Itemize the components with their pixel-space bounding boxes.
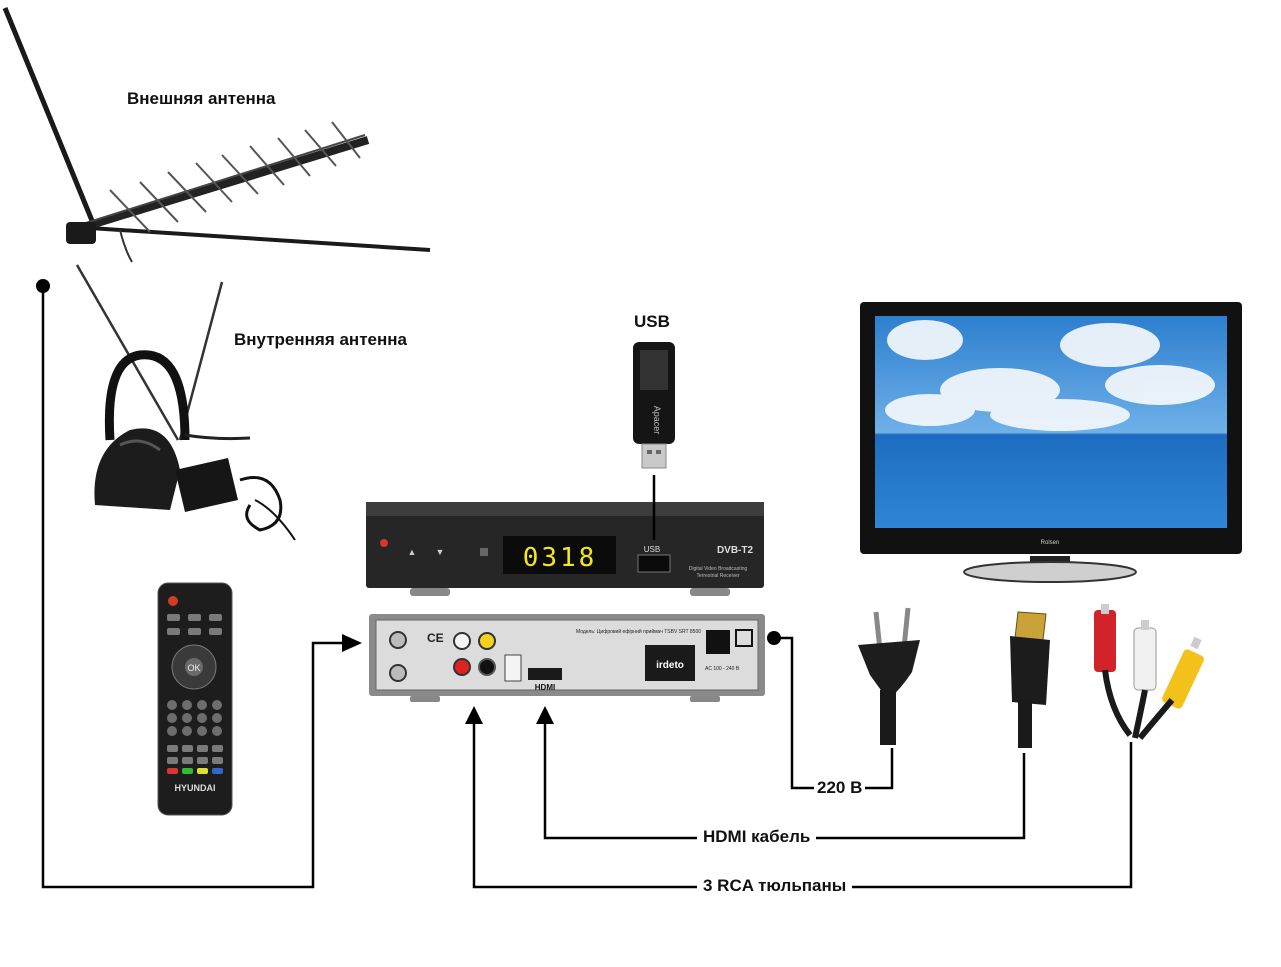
remote-ok-label: OK	[187, 663, 200, 673]
tv-brand: Rolsen	[1041, 540, 1060, 546]
usb-stick-brand: Apacer	[652, 406, 662, 435]
receiver-usb-port-label: USB	[644, 545, 660, 554]
label-outdoor-antenna: Внешняя антенна	[127, 89, 276, 109]
label-rca-cable: 3 RCA тюльпаны	[697, 876, 853, 896]
power-plug	[858, 607, 920, 745]
rear-hdmi-label: HDMI	[535, 683, 555, 692]
receiver-front: ▲ ▼ 0318 USB DVB-T2 Digital Video Broadc…	[366, 502, 764, 596]
label-indoor-antenna: Внутренняя антенна	[234, 330, 407, 350]
wire-antenna	[36, 279, 362, 889]
receiver-rear: CE HDMI Модель: Цифровий ефірний приймач…	[369, 614, 765, 702]
rear-power-label: AC 100 - 240 В	[705, 666, 740, 672]
indoor-antenna	[75, 264, 296, 541]
hdmi-connector	[1010, 611, 1050, 748]
rear-model-label: Модель: Цифровий ефірний приймач TSBV SR…	[576, 628, 701, 635]
svg-text:▼: ▼	[436, 547, 445, 557]
receiver-display: 0318	[523, 543, 598, 573]
receiver-info-line2: Terrestrial Receiver	[696, 573, 739, 579]
label-power: 220 В	[814, 778, 866, 798]
wire-hdmi	[536, 706, 1026, 840]
remote-control: OK HYUNDAI	[157, 582, 233, 816]
label-hdmi-cable: HDMI кабель	[697, 827, 817, 847]
tv: Rolsen	[860, 302, 1242, 583]
rear-security-logo: irdeto	[656, 660, 684, 671]
label-usb: USB	[634, 312, 670, 332]
usb-stick: Apacer	[633, 342, 675, 469]
svg-text:CE: CE	[427, 631, 444, 645]
remote-brand: HYUNDAI	[174, 783, 215, 793]
receiver-info-line1: Digital Video Broadcasting	[689, 566, 748, 572]
receiver-dvb-logo: DVB-T2	[717, 545, 754, 556]
rca-connectors	[1094, 604, 1204, 740]
svg-text:▲: ▲	[408, 547, 417, 557]
outdoor-antenna	[2, 7, 431, 263]
wire-power	[767, 631, 894, 790]
